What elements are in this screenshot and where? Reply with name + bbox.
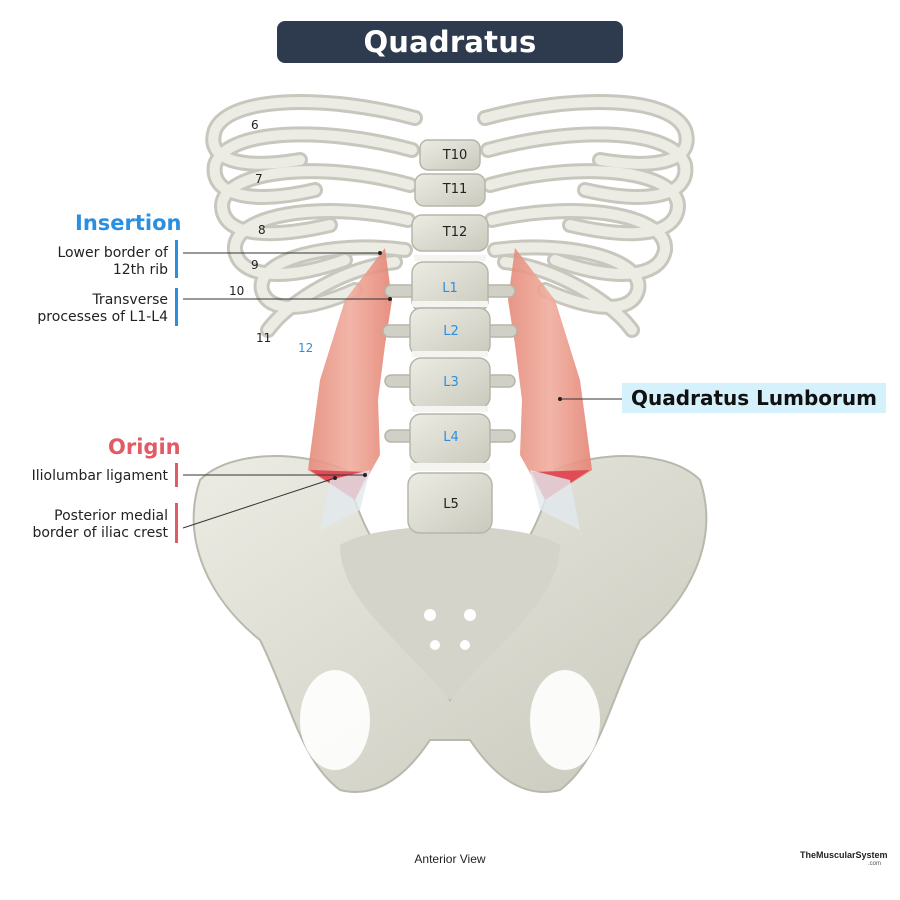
- origin-label-iliac-crest: Posterior medial border of iliac crest: [32, 508, 168, 541]
- rib-label-9: 9: [251, 258, 259, 272]
- rib-label-10: 10: [229, 284, 245, 298]
- vertebra-label-t10: T10: [442, 148, 468, 163]
- vertebra-label-l2: L2: [443, 324, 459, 339]
- vertebral-column: [382, 139, 518, 534]
- leader-lines: [182, 252, 622, 529]
- origin-bar-1: [175, 463, 178, 487]
- origin-heading: Origin: [108, 435, 181, 459]
- rib-label-11: 11: [256, 331, 272, 345]
- vertebra-label-t11: T11: [442, 182, 468, 197]
- vertebra-label-l1: L1: [442, 281, 458, 296]
- origin-label-iliolumbar: Iliolumbar ligament: [31, 468, 168, 484]
- page-title: Quadratus Lumborum: [277, 21, 623, 101]
- vertebra-label-l4: L4: [443, 430, 459, 445]
- muscle-label: Quadratus Lumborum: [622, 383, 886, 413]
- view-caption: Anterior View: [414, 852, 486, 866]
- origin-bar-2: [175, 503, 178, 543]
- vertebra-label-l3: L3: [443, 375, 459, 390]
- rib-label-7: 7: [255, 172, 263, 186]
- rib-label-6: 6: [251, 118, 259, 132]
- insertion-bar-1: [175, 240, 178, 278]
- pelvis: [192, 455, 708, 793]
- brand-suffix: .com: [868, 861, 882, 867]
- vertebra-label-t12: T12: [442, 225, 468, 240]
- insertion-bar-2: [175, 288, 178, 326]
- insertion-heading: Insertion: [75, 211, 182, 235]
- insertion-label-rib: Lower border of 12th rib: [57, 245, 168, 278]
- brand-logo: TheMuscularSystem: [800, 850, 888, 860]
- rib-label-12: 12: [298, 341, 314, 355]
- rib-label-8: 8: [258, 223, 266, 237]
- vertebra-label-l5: L5: [443, 497, 459, 512]
- quadratus-lumborum-muscles: [308, 248, 592, 530]
- insertion-label-transverse: Transverse processes of L1-L4: [37, 292, 168, 325]
